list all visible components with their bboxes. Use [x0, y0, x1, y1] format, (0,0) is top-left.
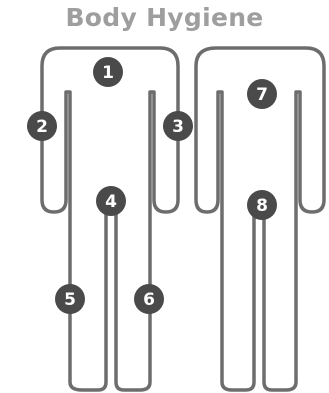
badge-3-label: 3: [172, 117, 184, 137]
badge-1: 1: [93, 57, 123, 87]
badge-6-label: 6: [143, 290, 155, 310]
badge-2: 2: [27, 111, 57, 141]
badge-5-label: 5: [64, 290, 76, 310]
badge-1-label: 1: [102, 63, 114, 83]
badge-7: 7: [247, 79, 277, 109]
badge-8-label: 8: [256, 196, 268, 216]
badge-8: 8: [247, 190, 277, 220]
badge-5: 5: [55, 284, 85, 314]
badge-4: 4: [96, 186, 126, 216]
badge-7-label: 7: [256, 85, 268, 105]
badge-3: 3: [163, 111, 193, 141]
front-figure: [42, 48, 178, 390]
badge-2-label: 2: [36, 117, 48, 137]
front-figure-outline: [42, 48, 178, 390]
badge-4-label: 4: [105, 192, 117, 212]
badge-6: 6: [134, 284, 164, 314]
